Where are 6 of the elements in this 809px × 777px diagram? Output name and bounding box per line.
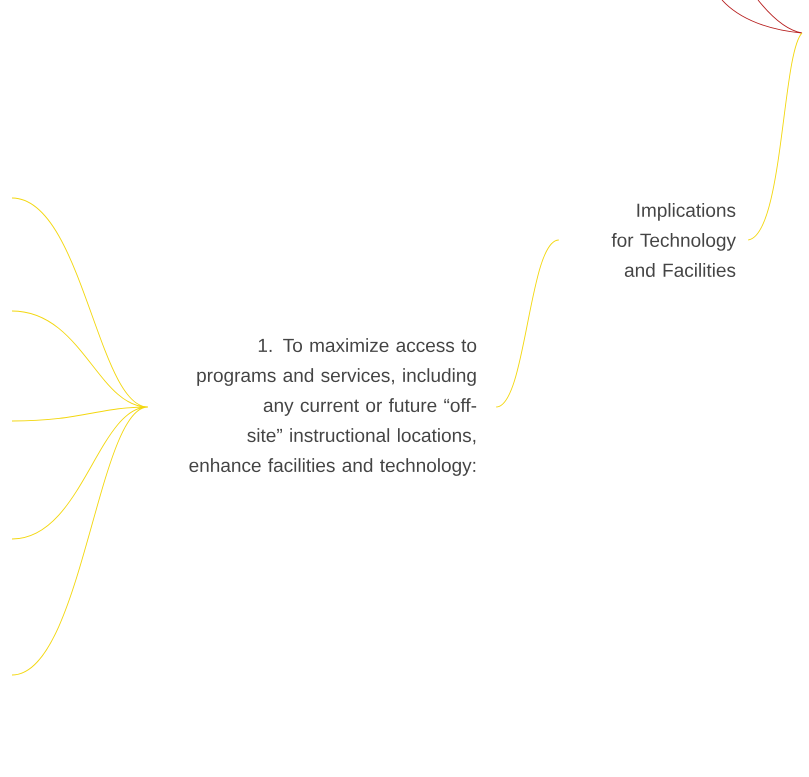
topic-text: 1. To maximize access to programs and services, including any current or future “off-site” instructional locations, enhance facilities and technology: — [189, 338, 476, 476]
connector-line — [12, 406, 148, 540]
connector-line — [12, 406, 148, 676]
connector-line — [748, 32, 802, 240]
connector-line — [496, 240, 560, 408]
topic-text: Implications for Technology and Facilities — [612, 203, 736, 277]
